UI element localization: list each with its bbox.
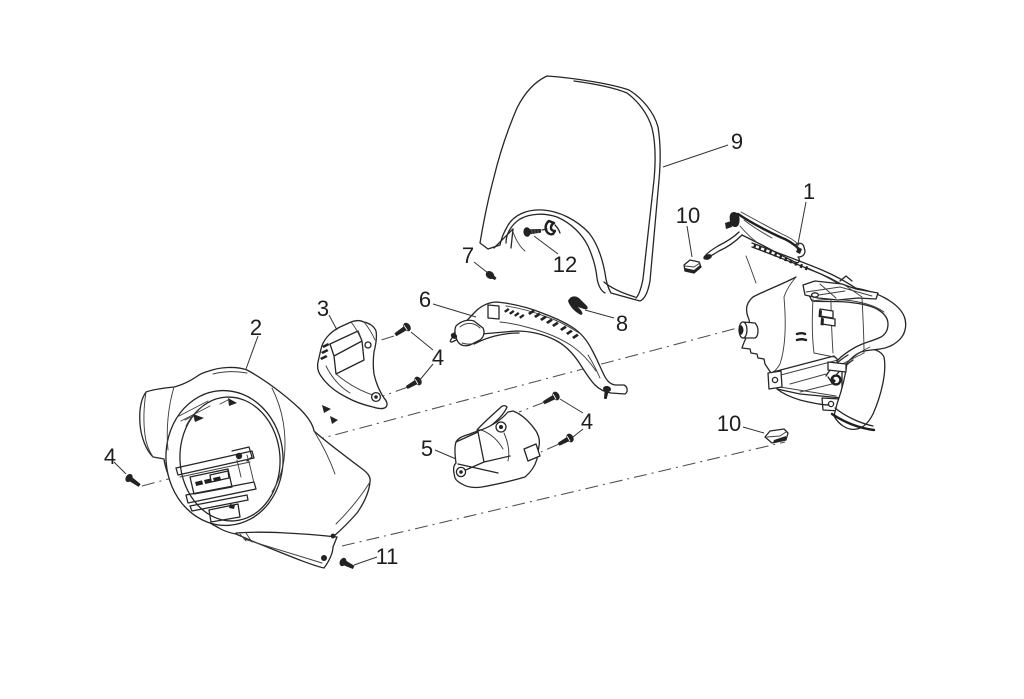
svg-text:8: 8 (616, 311, 628, 336)
svg-text:5: 5 (421, 436, 433, 461)
svg-text:2: 2 (250, 315, 262, 340)
svg-text:12: 12 (553, 252, 577, 277)
svg-text:6: 6 (419, 287, 431, 312)
svg-text:10: 10 (676, 203, 700, 228)
svg-text:7: 7 (462, 243, 474, 268)
svg-text:4: 4 (104, 444, 116, 469)
svg-text:1: 1 (803, 179, 815, 204)
svg-text:4: 4 (432, 345, 444, 370)
svg-text:11: 11 (376, 544, 399, 569)
svg-text:3: 3 (317, 296, 329, 321)
svg-text:10: 10 (717, 411, 741, 436)
svg-text:4: 4 (581, 409, 593, 434)
svg-text:9: 9 (731, 129, 743, 154)
